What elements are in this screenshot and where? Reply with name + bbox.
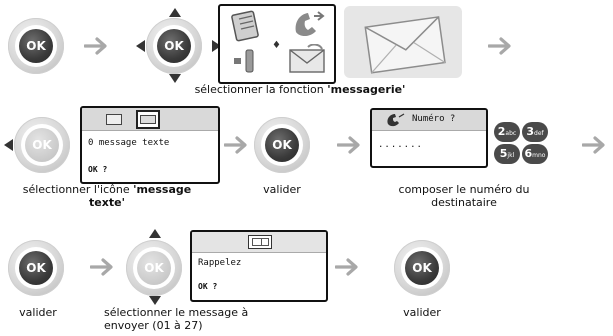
keypad-key-6[interactable]: 6mno [522,144,548,164]
arrow-right-icon [335,258,358,276]
text-message-icon [248,235,272,249]
nav-up-arrow-icon[interactable] [149,229,161,238]
nav-down-arrow-icon[interactable] [169,74,181,83]
keypad-key-3[interactable]: 3def [522,122,548,142]
nav-left-arrow-icon[interactable] [4,139,13,151]
ok-button[interactable]: OK [405,251,439,285]
arrow-right-icon [224,136,247,154]
handset-icon [387,113,405,127]
voice-message-icon[interactable] [106,114,122,125]
screen-ok-prompt: OK ? [198,282,218,291]
caption-validate: valider [19,306,57,319]
arrow-right-icon [488,37,511,55]
arrow-right-icon [90,258,113,276]
number-prompt: Numéro ? [412,114,456,124]
caption-select-text-message: sélectionner l'icône 'message texte' [22,183,192,209]
ok-button[interactable]: OK [137,251,171,285]
arrow-right-icon [84,37,107,55]
nav-left-arrow-icon[interactable] [136,40,145,52]
ok-navigation-key-leftright[interactable]: OK [14,117,70,173]
message-select-screen: Rappelez OK ? [190,230,328,302]
ok-navigation-key-validate-3[interactable]: OK [394,240,450,296]
ok-navigation-key-arrows[interactable]: OK [146,18,202,74]
number-placeholder-dots: ....... [378,140,423,150]
caption-select-message: sélectionner le message à envoyer (01 à … [104,306,249,332]
caption-dial-number: composer le numéro du destinataire [398,183,530,209]
handset-icon [234,49,254,73]
arrow-right-icon [337,136,360,154]
nav-up-arrow-icon[interactable] [169,8,181,17]
screen-ok-prompt: OK ? [88,165,108,174]
screen-message-text: Rappelez [198,258,242,268]
screen-message-count: 0 message texte [88,138,170,148]
envelope-icon [344,6,462,78]
ok-navigation-key-1[interactable]: OK [8,18,64,74]
ok-button[interactable]: OK [25,128,59,162]
caption-text: sélectionner la fonction [194,83,328,96]
keypad-key-2[interactable]: 2abc [494,122,520,142]
ok-button[interactable]: OK [157,29,191,63]
caption-select-messaging: sélectionner la fonction 'messagerie' [150,83,450,96]
call-forward-icon [295,11,325,37]
text-message-icon[interactable] [136,110,160,129]
keypad-key-5[interactable]: 5jkl [494,144,520,164]
nav-right-arrow-icon[interactable] [212,40,221,52]
nav-down-arrow-icon[interactable] [149,296,161,305]
ok-button[interactable]: OK [265,128,299,162]
ok-navigation-key-validate-2[interactable]: OK [8,240,64,296]
function-menu-screen: ♦ [218,4,336,84]
caption-validate: valider [403,306,441,319]
number-entry-screen: Numéro ? ....... [370,108,488,168]
ok-navigation-key-validate[interactable]: OK [254,117,310,173]
selection-diamond-icon: ♦ [272,40,281,51]
caption-validate: valider [263,183,301,196]
messaging-envelope-icon[interactable] [288,44,328,76]
directory-icon [231,10,259,42]
ok-navigation-key-updown[interactable]: OK [126,240,182,296]
arrow-right-icon [582,136,605,154]
caption-bold-text: 'messagerie' [327,83,406,96]
message-type-screen: 0 message texte OK ? [80,106,220,184]
ok-button[interactable]: OK [19,251,53,285]
ok-button[interactable]: OK [19,29,53,63]
